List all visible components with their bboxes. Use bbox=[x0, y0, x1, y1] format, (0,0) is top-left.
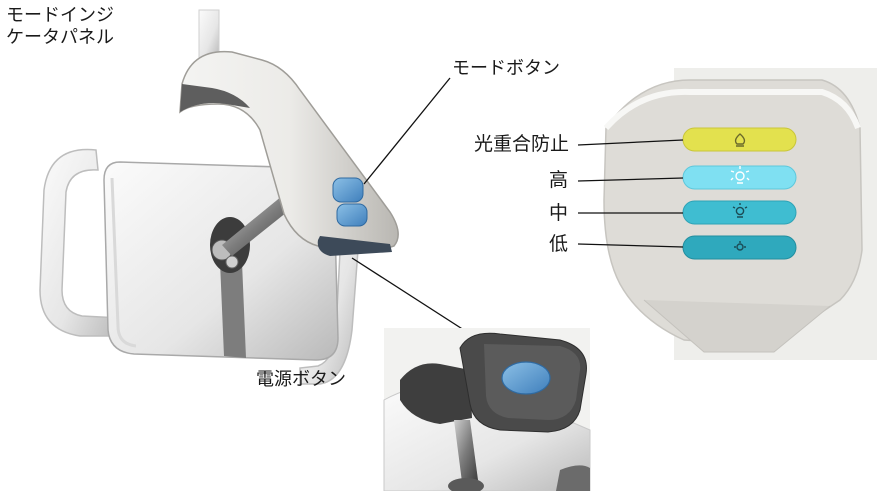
power-button-label: 電源ボタン bbox=[256, 369, 346, 390]
mode-button-label: モードボタン bbox=[452, 58, 560, 79]
power-button-zoom bbox=[383, 328, 591, 491]
power-button[interactable] bbox=[501, 361, 551, 395]
bulb-bright-icon bbox=[730, 166, 750, 184]
mode-pill-polymerization-prevention bbox=[682, 127, 797, 152]
bulb-low-icon bbox=[734, 241, 746, 251]
mode-button[interactable] bbox=[332, 177, 364, 203]
mode-pill-low bbox=[682, 235, 797, 260]
mode-button-lower[interactable] bbox=[336, 203, 368, 227]
mode-pill-list bbox=[682, 127, 797, 260]
mode-indicator-panel-label: モードインジ ケータパネル bbox=[6, 5, 114, 49]
mode-indicator-panel-label-line-1: モードインジ bbox=[6, 5, 114, 26]
mode-leader-polymerization-prevention bbox=[577, 139, 684, 146]
mode-button-leader bbox=[363, 77, 451, 185]
bulb-icon bbox=[734, 133, 746, 147]
mode-label-medium: 中 bbox=[549, 202, 569, 224]
main-lamp bbox=[39, 9, 399, 385]
mode-label-polymerization-prevention: 光重合防止 bbox=[474, 133, 570, 155]
mode-leader-low bbox=[577, 243, 684, 248]
handle-left bbox=[39, 148, 121, 337]
mode-indicator-panel-label-line-2: ケータパネル bbox=[6, 27, 114, 48]
mode-label-low: 低 bbox=[549, 233, 569, 255]
bulb-medium-icon bbox=[732, 203, 748, 218]
mode-leader-high bbox=[577, 177, 684, 182]
mode-label-high: 高 bbox=[549, 169, 569, 191]
mode-pill-high bbox=[682, 165, 797, 190]
